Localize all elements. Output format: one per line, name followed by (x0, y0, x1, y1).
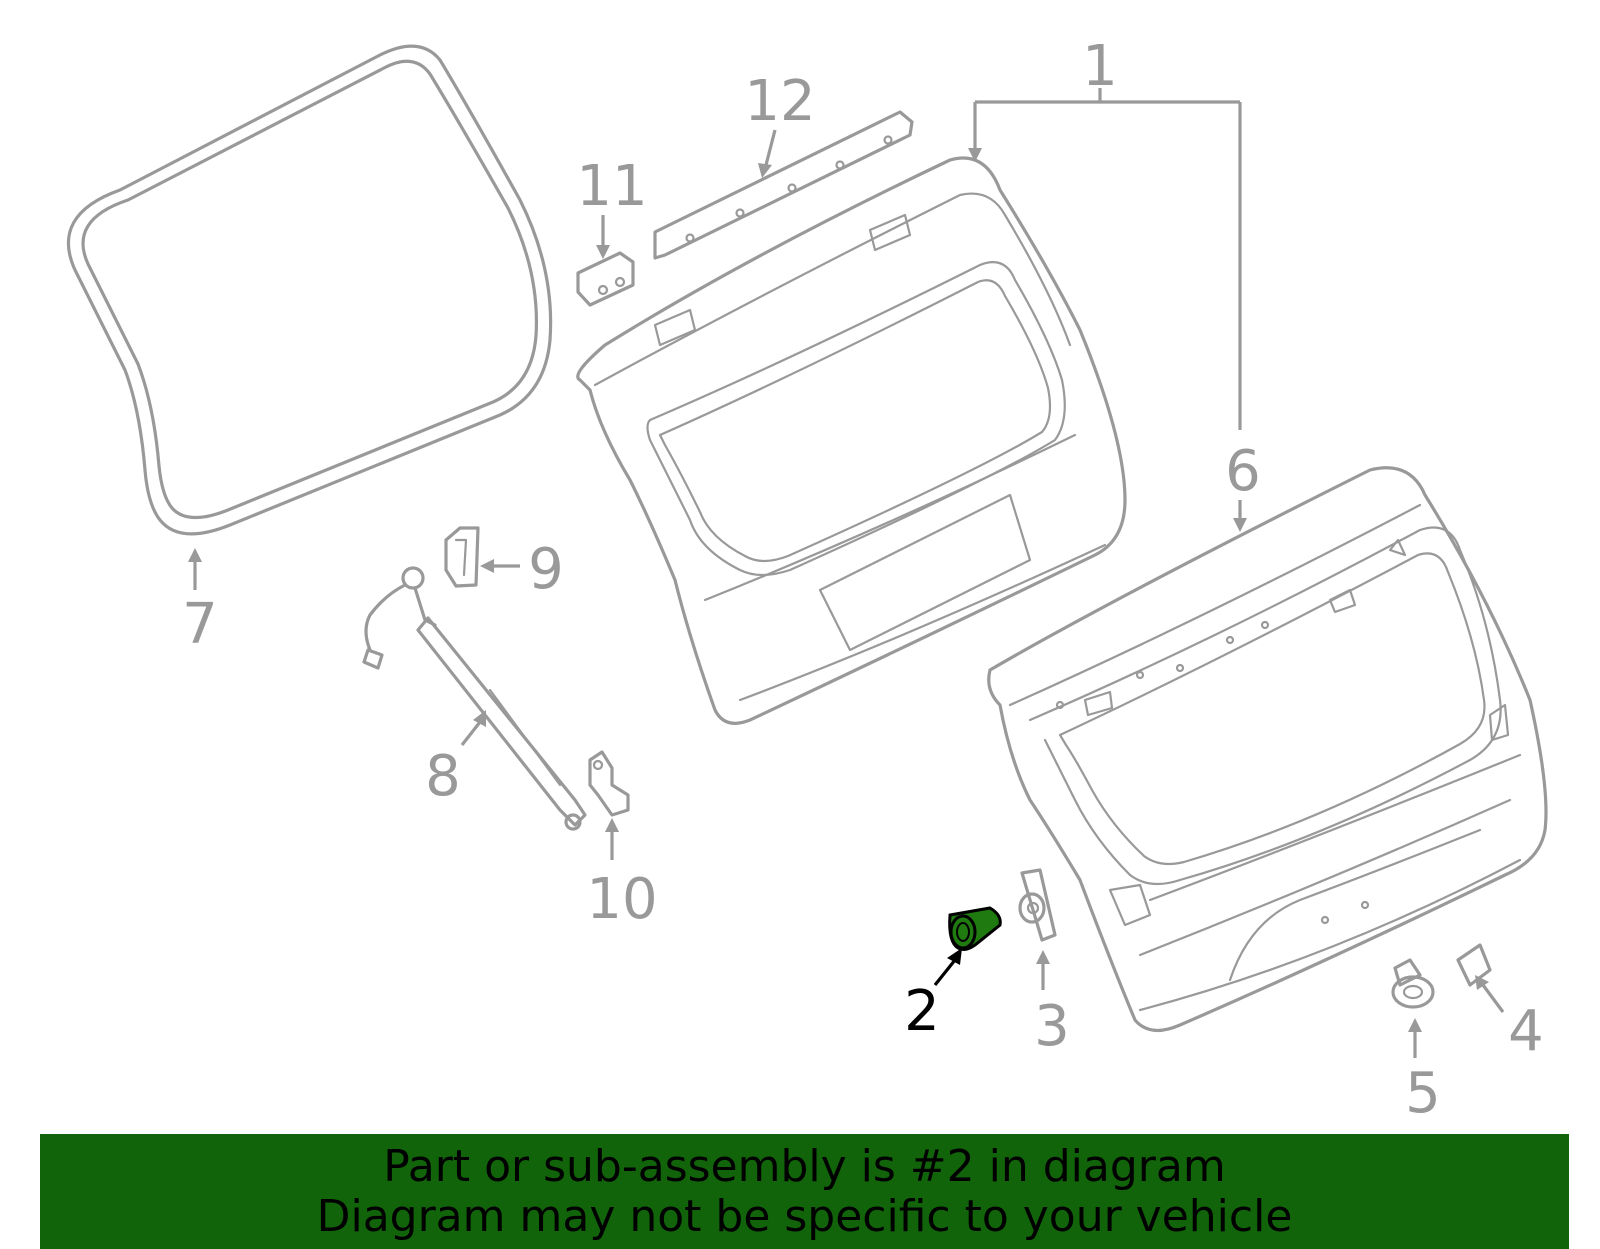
callout-labels: 1 2 3 4 5 6 7 8 9 10 11 12 (182, 34, 1544, 1126)
banner-line-1: Part or sub-assembly is #2 in diagram (383, 1140, 1226, 1192)
part-8-lift-support[interactable] (362, 566, 587, 831)
callout-2: 2 (904, 979, 940, 1044)
part-7-weatherstrip[interactable] (66, 44, 553, 536)
callout-12: 12 (744, 69, 815, 134)
part-10-hinge[interactable] (588, 750, 630, 817)
callout-10: 10 (586, 867, 657, 932)
banner-line-2: Diagram may not be specific to your vehi… (316, 1190, 1293, 1242)
callout-7: 7 (182, 592, 218, 657)
part-12-molding[interactable] (653, 110, 914, 260)
part-1-liftgate-outer[interactable] (576, 156, 1127, 725)
callout-8: 8 (425, 744, 461, 809)
part-9-bracket[interactable] (444, 526, 480, 588)
part-3-striker[interactable] (1018, 868, 1057, 942)
part-4-cap[interactable] (1456, 943, 1492, 987)
part-2-bumper[interactable] (948, 906, 1002, 951)
callout-9: 9 (528, 537, 564, 602)
callout-3: 3 (1034, 994, 1070, 1059)
info-banner: Part or sub-assembly is #2 in diagram Di… (40, 1134, 1569, 1249)
part-6-inner-panel[interactable] (987, 466, 1548, 1032)
callout-11: 11 (576, 154, 647, 219)
part-11-bracket[interactable] (576, 251, 635, 307)
callout-6: 6 (1225, 439, 1261, 504)
leader-lines (188, 88, 1505, 1058)
callout-4: 4 (1508, 999, 1544, 1064)
callout-5: 5 (1405, 1061, 1441, 1126)
callout-1: 1 (1082, 34, 1118, 99)
part-5-clip[interactable] (1391, 958, 1435, 1009)
